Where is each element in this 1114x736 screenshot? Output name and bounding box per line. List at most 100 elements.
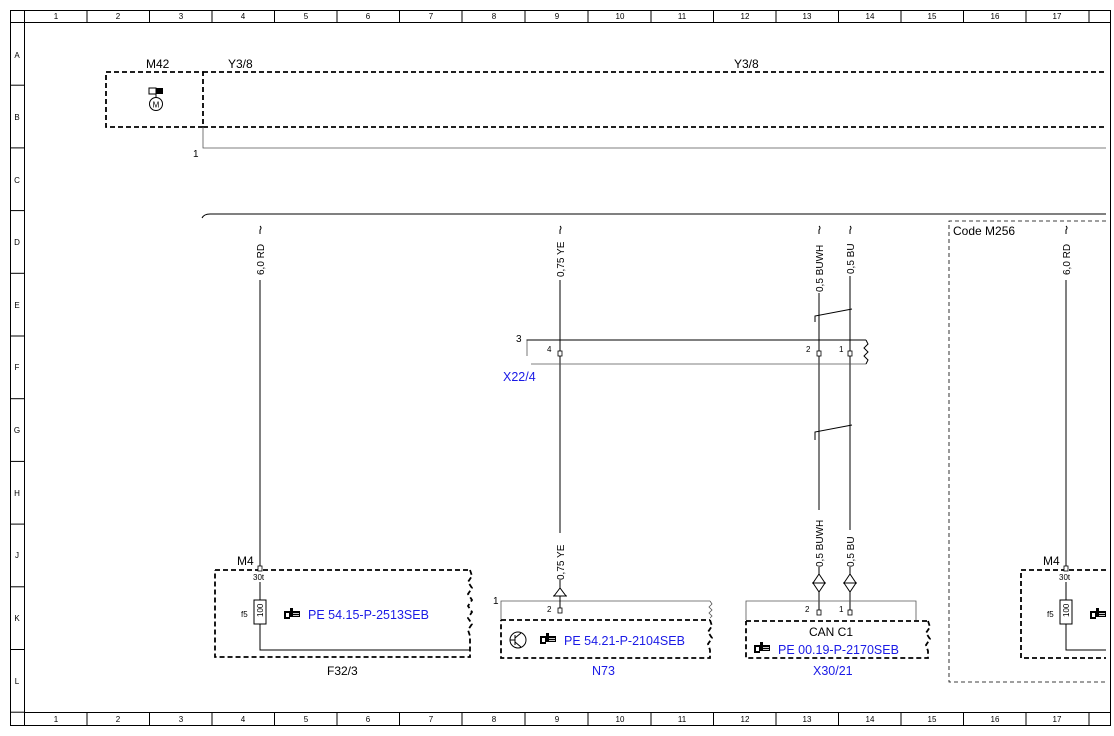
m42-component: M42 M	[105, 57, 204, 128]
col-label: 2	[116, 715, 121, 724]
row-label: G	[14, 426, 20, 435]
col-label: 8	[492, 12, 497, 21]
f32-right-m4-label: M4	[1043, 554, 1060, 568]
twisted-pair-marks	[814, 308, 853, 440]
col-label: 3	[179, 715, 184, 724]
wire-bu-top-label: 0,5 BU	[846, 243, 857, 274]
f32-m4-label: M4	[237, 554, 254, 568]
pointing-hand-icon	[283, 607, 301, 620]
row-label: E	[14, 301, 19, 310]
drawing-frame	[10, 10, 1111, 726]
wire-buwh-top-label: 0,5 BUWH	[815, 245, 826, 292]
transistor-icon	[509, 631, 527, 649]
col-label: 4	[241, 12, 246, 21]
pin-1-label: 1	[193, 149, 199, 160]
col-label: 11	[678, 715, 687, 724]
can-c1-label: CAN C1	[809, 625, 853, 639]
n73-pin-1: 1	[493, 596, 499, 607]
f32-rating: 100	[256, 603, 265, 617]
col-label: 16	[991, 12, 1000, 21]
col-label: 6	[366, 715, 371, 724]
f32-right-rating: 100	[1062, 603, 1071, 617]
x22-pin-2: 2	[806, 345, 811, 354]
col-label: 12	[741, 715, 750, 724]
col-label: 1	[54, 12, 59, 21]
col-label: 13	[803, 12, 812, 21]
component-n73: 1 2 PE 54.21-P-2104SEB N73	[493, 587, 714, 678]
grid-column-labels-top: 1 2 3 4 5 6 7 8 9 10 11 12 13 14 15 16 1…	[54, 12, 1062, 21]
f32-30t-label: 30t	[253, 573, 265, 582]
wire-ye-top-label: 0,75 YE	[556, 241, 567, 277]
row-label: F	[15, 363, 20, 372]
x22-label: X22/4	[503, 370, 536, 384]
motor-icon: M	[148, 87, 163, 111]
col-label: 17	[1053, 715, 1062, 724]
wire-rd-right-label: 6,0 RD	[1062, 244, 1073, 275]
pointing-hand-icon	[753, 641, 771, 654]
wire-ye: 0,75 YE 0,75 YE	[556, 225, 567, 590]
connector-x22-4: 3 4 2 1 X22/4	[503, 334, 869, 384]
col-label: 14	[866, 715, 875, 724]
col-label: 14	[866, 12, 875, 21]
x30-pin-1: 1	[839, 605, 844, 614]
wire-rd-top-label: 6,0 RD	[256, 244, 267, 275]
x30-pin-2: 2	[805, 605, 810, 614]
row-label: J	[15, 551, 19, 560]
row-label: H	[14, 489, 20, 498]
x22-pin-4: 4	[547, 345, 552, 354]
grid-row-labels: A B C D E F G H J K L	[14, 51, 20, 686]
x30-ref-link[interactable]: PE 00.19-P-2170SEB	[778, 643, 899, 657]
pointing-hand-icon	[1089, 607, 1107, 620]
bus-line	[201, 213, 1106, 219]
col-label: 6	[366, 12, 371, 21]
fuse-box-f32-3: M4 30t 100 f5 PE 54.15-P-2513SEB F32/3	[214, 554, 474, 678]
f32-right-30t-label: 30t	[1059, 573, 1071, 582]
can-bus-arrow-icon	[842, 573, 858, 593]
col-label: 9	[555, 12, 560, 21]
row-label: K	[14, 614, 20, 623]
col-label: 16	[991, 715, 1000, 724]
x22-pin-1: 1	[839, 345, 844, 354]
wire-buwh: 0,5 BUWH 0,5 BUWH	[815, 225, 826, 576]
wire-rd-right: 6,0 RD	[1062, 225, 1073, 568]
wire-bu-bottom-label: 0,5 BU	[846, 536, 857, 567]
n73-ref-link[interactable]: PE 54.21-P-2104SEB	[564, 634, 685, 648]
x30-label: X30/21	[813, 664, 853, 678]
f32-fuse-label: f5	[241, 610, 248, 619]
col-label: 9	[555, 715, 560, 724]
f32-right-fuse-label: f5	[1047, 610, 1054, 619]
wire-rd-left: 6,0 RD	[256, 225, 267, 568]
wire-bu: 0,5 BU 0,5 BU	[846, 225, 857, 576]
col-label: 4	[241, 715, 246, 724]
can-bus-arrow-icon	[811, 573, 827, 593]
row-label: B	[14, 113, 19, 122]
fuse-box-right: M4 30t 100 f5	[1020, 554, 1107, 659]
row-label: L	[15, 677, 20, 686]
row-label: A	[14, 51, 20, 60]
fuse-icon: 100	[1059, 599, 1073, 625]
col-label: 2	[116, 12, 121, 21]
row-label: D	[14, 238, 20, 247]
col-label: 10	[616, 12, 625, 21]
col-label: 5	[304, 715, 309, 724]
top-wire: 1	[193, 127, 1106, 160]
col-label: 15	[928, 715, 937, 724]
col-label: 8	[492, 715, 497, 724]
wire-ye-bottom-label: 0,75 YE	[556, 544, 567, 580]
col-label: 7	[429, 715, 434, 724]
n73-label: N73	[592, 664, 615, 678]
fuse-icon: 100	[253, 599, 267, 625]
grid-column-labels-bottom: 1 2 3 4 5 6 7 8 9 10 11 12 13 14 15 16 1…	[54, 715, 1062, 724]
col-label: 11	[678, 12, 687, 21]
pointing-hand-icon	[539, 632, 557, 645]
code-m256-label: Code M256	[953, 224, 1015, 238]
y38-component: Y3/8 Y3/8	[203, 57, 1106, 128]
row-label: C	[14, 176, 20, 185]
m42-label: M42	[146, 57, 170, 71]
col-label: 15	[928, 12, 937, 21]
x22-pin-3: 3	[516, 334, 522, 345]
n73-pin-2: 2	[547, 605, 552, 614]
f32-ref-link[interactable]: PE 54.15-P-2513SEB	[308, 608, 429, 622]
col-label: 12	[741, 12, 750, 21]
